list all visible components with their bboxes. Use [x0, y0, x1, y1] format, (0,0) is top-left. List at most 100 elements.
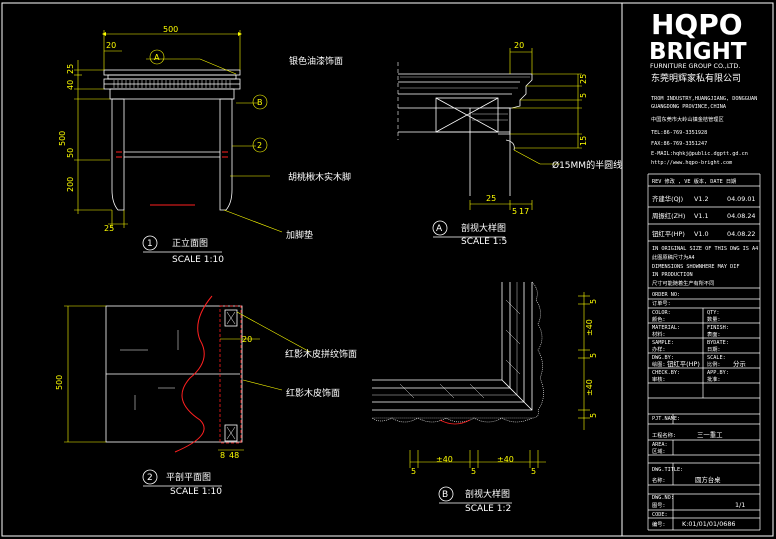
annotation-rosewood-veneer: 红影木皮饰面 — [286, 387, 340, 399]
dim-200: 200 — [66, 177, 75, 192]
view-letter-a: A — [436, 224, 443, 234]
dim-b-v5b: 5 — [589, 353, 598, 358]
revision-header: REV 修改 , VE 版本, DATE 日期 — [652, 177, 736, 185]
view-scale-detail-b: SCALE 1:2 — [465, 504, 511, 514]
view-title-detail-b: 剖视大样图 — [465, 488, 510, 500]
dim-b-5b: 5 — [471, 467, 476, 476]
dim-b-v40b: ±40 — [585, 379, 594, 396]
drawing-no-label-cn: 图号: — [652, 502, 666, 509]
scale-value: 分示 — [733, 359, 746, 368]
section-detail-b-view: 5 ±40 5 ±40 5 5 ±40 5 ±40 5 B 剖视大样图 SCAL… — [371, 281, 598, 514]
dim-a-20: 20 — [514, 41, 524, 50]
scale-label: SCALE: — [707, 355, 726, 361]
color-label: COLOR: — [652, 310, 671, 316]
annotation-rosewood-pattern: 红影木皮拼纹饰面 — [285, 348, 357, 360]
dim-20: 20 — [106, 41, 116, 50]
address-line: 中国东莞市大岭山镇金桔管理区 — [651, 115, 724, 123]
section-detail-a-view: 20 25 5 15 5 25 17 Ø15MM的半圆线 A 剖视大样图 SCA… — [397, 41, 622, 247]
annotation-walnut-leg: 胡桃楸木实木脚 — [288, 171, 351, 183]
address-line: E-MAIL:hqhkj@public.dgptt.gd.cn — [651, 151, 748, 157]
dim-plan-48: 48 — [229, 451, 239, 460]
order-no-label-cn: 订单号: — [652, 299, 671, 307]
view-scale-front: SCALE 1:10 — [172, 255, 224, 265]
revision-version: V1.0 — [694, 230, 709, 238]
revision-date: 04.08.22 — [727, 230, 755, 238]
company-name-en: FURNITURE GROUP CO.,LTD. — [650, 62, 740, 70]
dim-25: 25 — [66, 64, 75, 74]
dim-40: 40 — [66, 80, 75, 90]
drawn-by-label: DWG.BY: — [652, 355, 674, 361]
dim-50: 50 — [66, 148, 75, 158]
drawing-title-label: DWG.TITLE: — [652, 467, 683, 473]
annotation-silver-paint: 银色油漆饰面 — [289, 55, 343, 67]
drawn-by-value: 钮红平(HP) — [667, 359, 700, 368]
section-plan-view: 500 20 8 48 红影木皮拼纹饰面 红影木皮饰面 2 平剖平面图 SCAL… — [55, 295, 357, 497]
sample-label: SAMPLE: — [652, 340, 674, 346]
dim-a-25: 25 — [579, 74, 588, 84]
revision-date: 04.09.01 — [727, 195, 755, 203]
drawing-title-label-cn: 名称: — [652, 476, 666, 484]
material-label: MATERIAL: — [652, 325, 680, 331]
sample-label-cn: 办样: — [652, 345, 666, 353]
address-line: TROM INDUSTRY,HUANGJIANG, DONGGUAN — [651, 96, 757, 102]
view-number-2: 2 — [147, 473, 153, 483]
dim-b-pm40b: ±40 — [497, 455, 514, 464]
view-letter-b: B — [442, 490, 448, 500]
finish-label-cn: 表面: — [707, 330, 721, 338]
dim-b-v5: 5 — [589, 299, 598, 304]
material-label-cn: 材料: — [652, 330, 666, 338]
notice-line: 此图原稿尺寸为A4 — [652, 253, 695, 261]
logo-word-bright: BRIGHT — [649, 39, 747, 65]
annotation-foot-pad: 加脚垫 — [286, 229, 313, 241]
approved-by-label-cn: 批准: — [707, 375, 721, 383]
dim-b-5a: 5 — [411, 467, 416, 476]
dim-b-v5c: 5 — [589, 413, 598, 418]
revision-version: V1.1 — [694, 212, 709, 220]
dim-plan-500: 500 — [55, 375, 64, 390]
dim-a-25b: 25 — [486, 194, 496, 203]
qty-label-cn: 数量: — [707, 315, 721, 323]
view-scale-plan: SCALE 1:10 — [170, 487, 222, 497]
approved-by-label: APP.BY: — [707, 370, 729, 376]
project-name-value: 三一重工 — [697, 431, 723, 439]
revision-author: 周振红(ZH) — [652, 211, 685, 220]
dim-plan-8: 8 — [220, 451, 225, 460]
bydate-label-cn: 日期: — [707, 346, 721, 353]
dim-a-15: 15 — [579, 136, 588, 146]
notice-line: IN PRODUCTION — [652, 272, 693, 278]
code-label: CODE: — [652, 512, 668, 518]
project-name-label: PJT.NAME: — [652, 416, 680, 422]
revision-version: V1.2 — [694, 195, 709, 203]
front-elevation-view: 500 20 25 40 500 50 200 25 A B 2 银色油漆饰面 … — [58, 25, 351, 265]
address-line: http://www.hqpo-bright.com — [651, 160, 732, 166]
annotation-half-round: Ø15MM的半圆线 — [552, 159, 622, 171]
address-line: TEL:86-769-3351928 — [651, 130, 707, 136]
company-name-cn: 东莞明辉家私有限公司 — [651, 72, 741, 84]
title-block: HQPO BRIGHT FURNITURE GROUP CO.,LTD. 东莞明… — [647, 8, 761, 531]
section-mark-b: B — [257, 98, 263, 107]
section-mark-2: 2 — [257, 141, 262, 150]
section-mark-a: A — [154, 53, 160, 62]
drawing-no-value: 1/1 — [735, 501, 745, 509]
view-scale-detail-a: SCALE 1:5 — [461, 237, 507, 247]
notice-line: DIMENSIONS SHOWNHERE MAY DIF — [652, 264, 739, 270]
revision-author: 钮红平(HP) — [652, 229, 685, 238]
dim-b-pm40a: ±40 — [436, 455, 453, 464]
notice-line: 尺寸可能随着生产有所不同 — [652, 279, 714, 287]
dim-a-5b: 5 — [512, 207, 517, 216]
dim-a-5: 5 — [579, 93, 588, 98]
dim-overall-width: 500 — [163, 25, 178, 34]
dim-b-5c: 5 — [531, 467, 536, 476]
qty-label: QTY: — [707, 310, 720, 316]
drawing-no-label: DWG.NO: — [652, 495, 674, 501]
area-label-cn: 区域: — [652, 447, 666, 455]
view-title-front: 正立面图 — [172, 237, 208, 249]
drawn-by-label-cn: 绘图: — [652, 360, 666, 368]
drawing-title-value: 圆方台桌 — [695, 475, 721, 484]
check-by-label-cn: 审核: — [652, 375, 666, 383]
address-line: GUANGDONG PROVINCE,CHINA — [651, 104, 727, 110]
order-no-label: ORDER NO: — [652, 292, 680, 298]
